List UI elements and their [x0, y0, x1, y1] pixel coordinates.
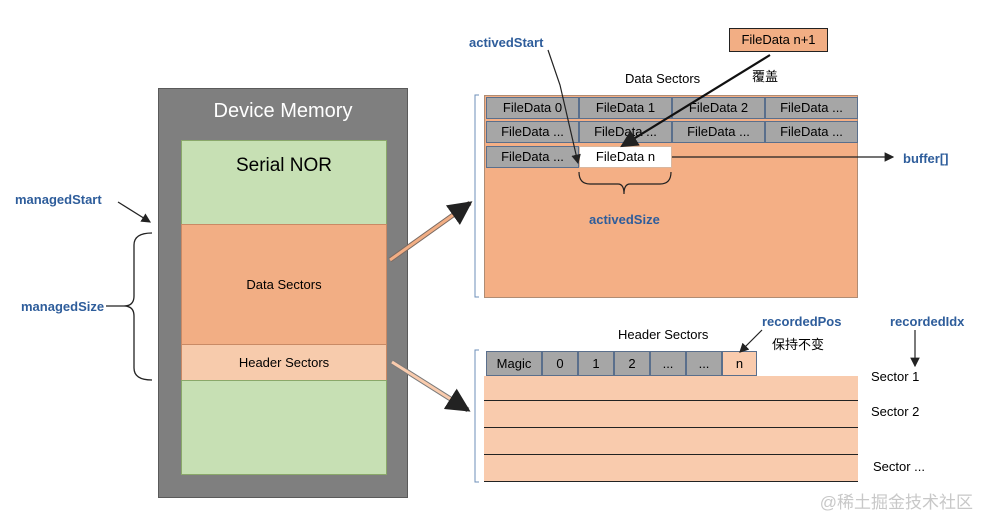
data-sectors-region: Data Sectors: [181, 224, 387, 345]
header-index-cell: 2: [614, 351, 650, 376]
header-index-cell: ...: [650, 351, 686, 376]
managed-start-arrow: [117, 201, 152, 223]
sector-label: Sector 1: [871, 369, 920, 384]
filedata-cell: FileData 0: [486, 97, 579, 119]
sector-label: Sector 2: [871, 404, 920, 419]
magic-cell: Magic: [486, 351, 542, 376]
header-index-cell: 1: [578, 351, 614, 376]
watermark: @稀土掘金技术社区: [819, 493, 973, 512]
recorded-pos-label: recordedPos: [762, 314, 842, 329]
header-sectors-link-arrow-inner: [391, 360, 471, 412]
filedata-cell: FileData ...: [765, 97, 858, 119]
header-sector-row: [484, 455, 858, 482]
actived-start-arrow: [547, 49, 581, 165]
header-panel-bracket: [474, 349, 479, 483]
serial-nor-region: Serial NOR: [181, 140, 387, 225]
managed-start-label: managedStart: [15, 192, 102, 207]
header-sector-row: [484, 428, 858, 455]
filedata-cell: FileData ...: [672, 121, 765, 143]
filedata-cell: FileData 2: [672, 97, 765, 119]
filedata-cell: FileData 1: [579, 97, 672, 119]
managed-size-label: managedSize: [21, 299, 105, 314]
free-nor-region: [181, 380, 387, 475]
buffer-label: buffer[]: [903, 151, 949, 166]
filedata-cell: FileData ...: [765, 121, 858, 143]
header-index-cell: n: [722, 351, 757, 376]
actived-size-brace: [578, 171, 672, 195]
header-sector-row: [484, 376, 858, 401]
header-index-cell: ...: [686, 351, 722, 376]
overwrite-arrow: [620, 54, 771, 148]
managed-size-brace: [123, 232, 153, 381]
data-sectors-label: Data Sectors: [246, 277, 322, 292]
serial-nor-label: Serial NOR: [235, 155, 333, 176]
header-sector-row: [484, 401, 858, 428]
actived-size-label: activedSize: [589, 212, 660, 227]
filedata-next-box: FileData n+1: [729, 28, 828, 52]
recorded-pos-arrow: [739, 329, 763, 353]
header-sectors-title: Header Sectors: [618, 327, 709, 342]
sector-label: Sector ...: [873, 459, 926, 474]
header-index-cell: 0: [542, 351, 578, 376]
device-memory-title: Device Memory: [213, 100, 353, 122]
recorded-idx-label: recordedIdx: [890, 314, 965, 329]
filedata-cell: FileData ...: [486, 121, 579, 143]
actived-start-label: activedStart: [469, 35, 544, 50]
header-sectors-label: Header Sectors: [238, 355, 330, 370]
overwrite-label: 覆盖: [752, 69, 779, 84]
keep-unchanged-label: 保持不变: [772, 337, 825, 352]
data-sectors-title: Data Sectors: [625, 71, 701, 86]
filedata-n-cell: FileData n: [579, 146, 672, 168]
data-panel-bracket: [474, 94, 479, 298]
data-sectors-link-arrow-inner: [389, 201, 473, 262]
